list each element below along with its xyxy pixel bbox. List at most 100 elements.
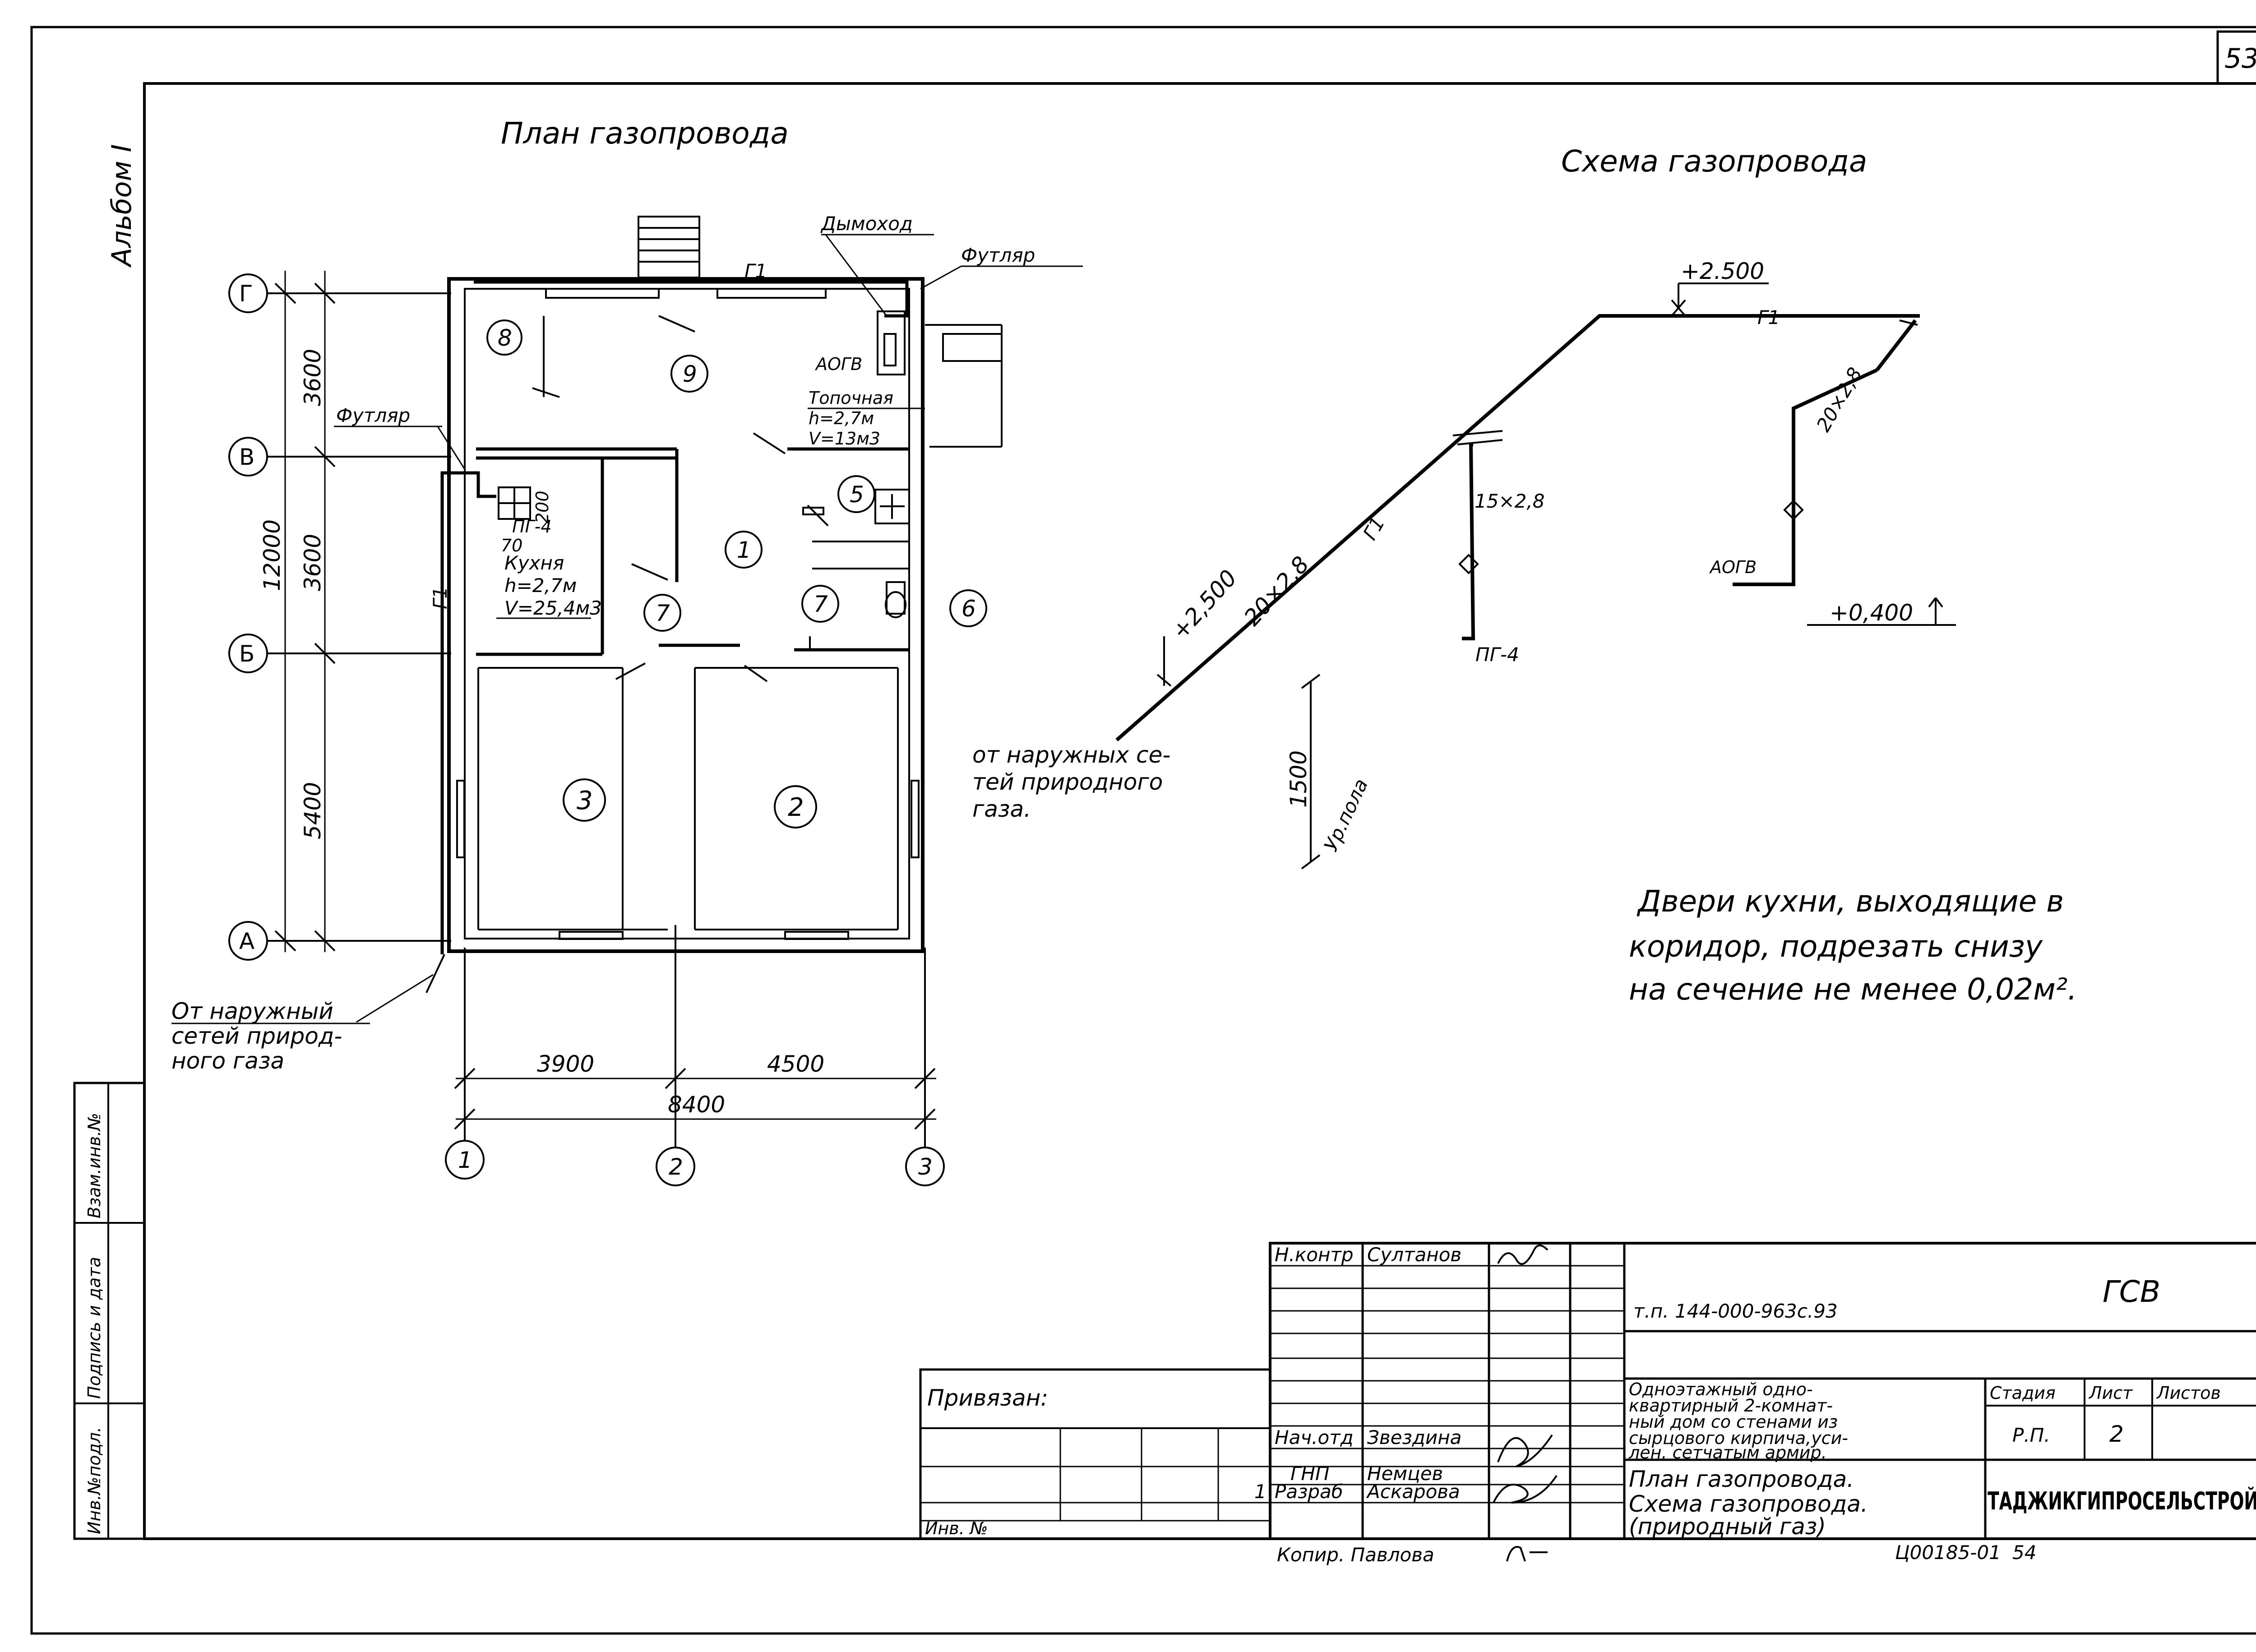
gas-mark-left: Г1: [429, 587, 451, 609]
plan-leaders: [171, 234, 1083, 1024]
axis-row-g: Г: [239, 281, 253, 307]
aogv-plan-label: АОГВ: [814, 354, 862, 374]
section-code: ГСВ: [2103, 1274, 2160, 1309]
title-block-grid: [919, 1242, 2256, 1540]
note-line-3: на сечение не менее 0,02м².: [1629, 972, 2077, 1007]
plan-gas-pipe: [425, 280, 909, 993]
plan-source-note-1: От наружный: [171, 998, 333, 1024]
axis-row-b: Б: [239, 641, 254, 667]
dim-70-label: 70: [501, 536, 522, 555]
archive-number: Ц00185-01: [1895, 1541, 2001, 1564]
stove-plan-label: ПГ-4: [512, 517, 552, 537]
scheme-source-note-1: от наружных се-: [972, 742, 1170, 768]
description-1: Одноэтажный одно-: [1629, 1379, 1813, 1399]
scheme-stove-label: ПГ-4: [1475, 643, 1519, 666]
scheme-pipe-right: 20×2,8: [1812, 364, 1866, 435]
name-askarova: Аскарова: [1366, 1481, 1460, 1503]
chimney-label: Дымоход: [820, 213, 913, 235]
description-2: квартирный 2-комнат-: [1629, 1396, 1833, 1416]
kitchen-label: Кухня: [504, 552, 564, 574]
sheets-header: Листов: [2156, 1383, 2221, 1403]
dim-5400: 5400: [300, 782, 326, 839]
note-line-1: Двери кухни, выходящие в: [1637, 884, 2064, 919]
room-6: 6: [962, 596, 976, 622]
dim-12000: 12000: [259, 519, 285, 591]
scheme-g1-top: Г1: [1757, 306, 1780, 329]
side-stamp-sign: Подпись и дата: [84, 1257, 104, 1399]
room-3: 3: [577, 786, 593, 815]
side-stamp: [73, 1082, 146, 1540]
dim-3600-top: 3600: [300, 349, 326, 406]
plan-title: План газопровода: [501, 116, 789, 151]
room-circles: [486, 319, 987, 828]
scheme-source-note-2: тей природного: [972, 769, 1163, 795]
kitchen-h: h=2,7м: [504, 574, 577, 597]
plan-walls: [447, 277, 925, 953]
stage-header: Стадия: [1990, 1383, 2056, 1403]
role-n-kontr: Н.контр: [1275, 1244, 1354, 1266]
dim-200-label: 200: [532, 491, 552, 523]
axis-row-a: А: [239, 928, 254, 954]
rev-mark: 1: [1254, 1481, 1267, 1503]
plan-source-note-2: сетей природ-: [171, 1023, 342, 1049]
name-zvezdina: Звездина: [1367, 1426, 1461, 1448]
room-8: 8: [498, 325, 512, 351]
dim-3600-mid: 3600: [300, 534, 326, 591]
kitchen-v: V=25,4м3: [504, 597, 602, 619]
description-5: лен. сетчатым армир.: [1628, 1443, 1827, 1462]
doc-code: т.п. 144-000-963с.93: [1633, 1300, 1838, 1322]
axis-col-1: 1: [458, 1147, 472, 1173]
archive-page: 54: [2012, 1541, 2036, 1564]
gas-mark-top: Г1: [744, 260, 767, 282]
name-sultanov: Султанов: [1367, 1244, 1461, 1266]
boiler-room-h: h=2,7м: [809, 408, 874, 428]
scheme-aogv-label: АОГВ: [1709, 557, 1757, 577]
scheme-elev-aogv: +0,400: [1830, 600, 1913, 626]
scheme-details: [1156, 282, 1956, 870]
organization-name: ТАДЖИКГИПРОСЕЛЬСТРОЙ: [1988, 1487, 2256, 1515]
plan-axes: [228, 271, 945, 1186]
bound-label: Привязан:: [927, 1385, 1048, 1411]
dim-3900: 3900: [537, 1051, 594, 1077]
description-3: ный дом со стенами из: [1629, 1412, 1838, 1432]
scheme-source-note-3: газа.: [972, 796, 1031, 822]
sleeve-top-label: Футляр: [961, 244, 1035, 266]
stage-value: Р.П.: [2012, 1424, 2050, 1446]
copied-by: Копир. Павлова: [1277, 1544, 1434, 1566]
dim-8400: 8400: [668, 1092, 725, 1118]
plan-source-note-3: ного газа: [171, 1048, 284, 1074]
sheet-frame: [30, 26, 2256, 1635]
side-stamp-replace: Взам.инв.№: [84, 1113, 104, 1218]
drawing-title-1: План газопровода.: [1629, 1466, 1854, 1492]
name-nemcev: Немцев: [1367, 1462, 1443, 1485]
scheme-dim-1500: 1500: [1285, 750, 1312, 808]
page-number: 53: [2224, 43, 2256, 74]
room-2: 2: [788, 793, 804, 822]
room-5: 5: [850, 481, 864, 508]
scheme-g1-diag: Г1: [1359, 513, 1389, 544]
signatures: [1493, 1245, 1558, 1504]
scheme-title: Схема газопровода: [1561, 144, 1867, 179]
boiler-room-v: V=13м3: [809, 429, 880, 449]
side-stamp-inv: Инв.№подл.: [84, 1427, 104, 1534]
copy-signature: [1506, 1546, 1548, 1562]
scheme-pipes: [1115, 314, 1920, 742]
scheme-elev-left: +2,500: [1167, 565, 1242, 644]
room-7-left: 7: [656, 600, 670, 626]
axis-col-2: 2: [669, 1154, 683, 1180]
sleeve-left-label: Футляр: [336, 404, 410, 426]
note-line-2: коридор, подрезать снизу: [1629, 929, 2043, 964]
scheme-pipe-branch: 15×2,8: [1475, 490, 1544, 512]
drawing-title-2: Схема газопровода.: [1629, 1491, 1868, 1517]
drawing-title-3: (природный газ): [1629, 1513, 1826, 1540]
sheet-header: Лист: [2088, 1383, 2133, 1403]
axis-col-3: 3: [918, 1154, 933, 1180]
album-label: Альбом I: [106, 144, 138, 268]
scheme-elev-top: +2.500: [1681, 258, 1764, 284]
boiler-room-label: Топочная: [809, 388, 893, 408]
plan-fixtures: [456, 216, 1003, 940]
dim-4500: 4500: [767, 1051, 824, 1077]
role-nach-otd: Нач.отд: [1275, 1426, 1354, 1448]
inv-label: Инв. №: [925, 1518, 988, 1538]
